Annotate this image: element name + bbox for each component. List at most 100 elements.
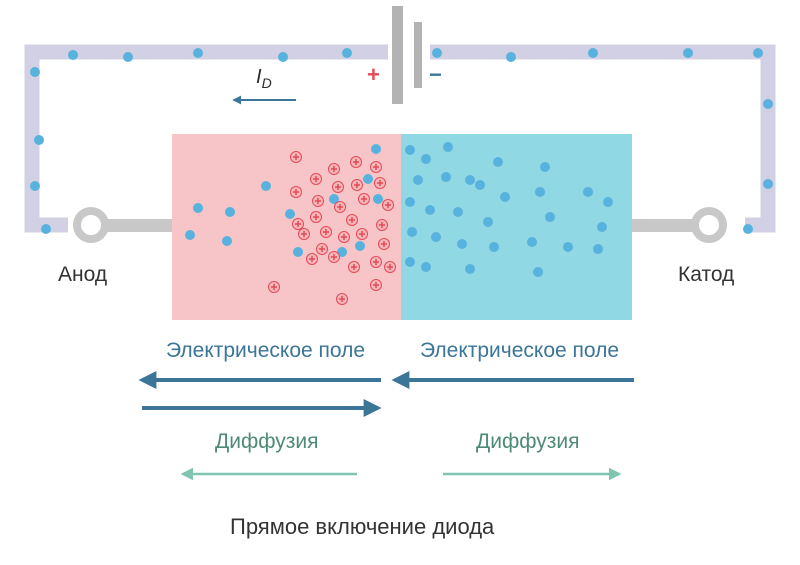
current-subscript: D [261, 75, 272, 91]
n-region-electron [431, 232, 441, 242]
n-region-electron [407, 227, 417, 237]
n-region-electron [593, 244, 603, 254]
p-region-electron [285, 209, 295, 219]
anode-terminal [73, 207, 109, 243]
p-region-electron [185, 230, 195, 240]
n-region [401, 134, 632, 320]
hole [310, 173, 322, 185]
battery-negative-plate [414, 22, 422, 88]
n-region-electron [465, 175, 475, 185]
n-region-electron [527, 237, 537, 247]
hole [332, 181, 344, 193]
battery-positive-plate [392, 6, 403, 104]
hole [350, 156, 362, 168]
wire-electron [34, 135, 44, 145]
n-region-electron [405, 197, 415, 207]
hole [348, 261, 360, 273]
n-region-electron [603, 197, 613, 207]
n-region-electron [597, 222, 607, 232]
hole [382, 199, 394, 211]
field-label-right: Электрическое поле [420, 339, 620, 362]
hole [306, 253, 318, 265]
n-region-electron [483, 217, 493, 227]
hole [290, 151, 302, 163]
anode-lead [88, 219, 172, 232]
wire-electron [123, 52, 133, 62]
wire-electron [193, 48, 203, 58]
current-symbol: I [256, 66, 262, 88]
wire-electron [30, 181, 40, 191]
hole [370, 161, 382, 173]
hole [334, 201, 346, 213]
hole [336, 293, 348, 305]
wire-electron [432, 48, 442, 58]
wire-electron [68, 50, 78, 60]
hole [358, 193, 370, 205]
p-region-electron [355, 241, 365, 251]
hole [312, 195, 324, 207]
p-region-electron [337, 247, 347, 257]
p-region-electron [261, 181, 271, 191]
p-region-electron [193, 203, 203, 213]
wire-electron [342, 48, 352, 58]
wire-electron [41, 224, 51, 234]
n-region-electron [405, 145, 415, 155]
n-region-electron [413, 175, 423, 185]
n-region-electron [533, 267, 543, 277]
n-region-electron [441, 172, 451, 182]
current-label: ID [256, 66, 272, 91]
n-region-electron [563, 242, 573, 252]
n-region-electron [443, 142, 453, 152]
hole [316, 243, 328, 255]
wire-electron [763, 179, 773, 189]
p-region-electron [222, 236, 232, 246]
hole [328, 163, 340, 175]
n-region-electron [500, 192, 510, 202]
n-region-electron [421, 154, 431, 164]
battery-minus-sign: − [429, 62, 442, 87]
diagram-title: Прямое включение диода [230, 514, 495, 539]
p-region-electron [293, 247, 303, 257]
n-region-electron [457, 239, 467, 249]
hole [338, 231, 350, 243]
p-region-electrons [185, 144, 383, 257]
n-region-electron [475, 180, 485, 190]
field-label-left: Электрическое поле [166, 339, 366, 362]
hole [346, 214, 358, 226]
hole [370, 279, 382, 291]
wire-electron [506, 52, 516, 62]
wire-electron [753, 48, 763, 58]
hole [320, 226, 332, 238]
p-region-electron [329, 194, 339, 204]
cathode-terminal [691, 207, 727, 243]
hole [298, 228, 310, 240]
hole [376, 219, 388, 231]
n-region-electron [425, 205, 435, 215]
n-region-electron [489, 242, 499, 252]
wire-electron [683, 48, 693, 58]
n-region-electron [540, 162, 550, 172]
circuit-wire [24, 44, 776, 233]
wire-electron [743, 224, 753, 234]
hole [351, 179, 363, 191]
hole [310, 211, 322, 223]
anode-label: Анод [58, 263, 108, 286]
n-region-electron [465, 264, 475, 274]
p-region-electron [363, 174, 373, 184]
n-region-electron [405, 257, 415, 267]
p-region-electron [373, 194, 383, 204]
wire-electrons [30, 48, 773, 234]
n-region-electrons [405, 142, 613, 277]
p-region-electron [371, 144, 381, 154]
p-region-electron [225, 207, 235, 217]
hole [370, 256, 382, 268]
hole [328, 251, 340, 263]
diffusion-label-left: Диффузия [215, 430, 319, 453]
hole [374, 177, 386, 189]
cathode-label: Катод [678, 263, 735, 286]
hole [378, 238, 390, 250]
wire-electron [30, 67, 40, 77]
battery-plus-sign: + [367, 62, 380, 87]
